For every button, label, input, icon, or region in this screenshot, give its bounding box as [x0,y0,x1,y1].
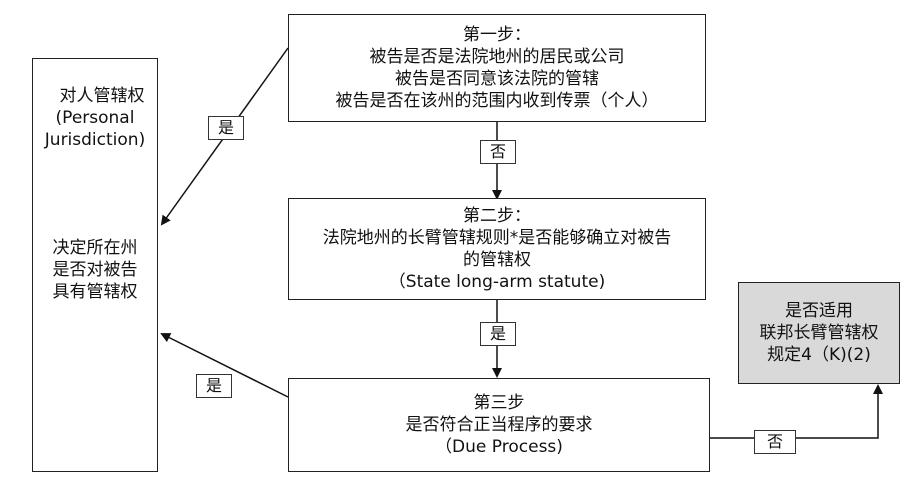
step1-box: 第一步： 被告是否是法院地州的居民或公司 被告是否同意该法院的管辖 被告是否在该… [288,14,706,122]
edge-label-step2-to-step3: 是 [480,322,516,346]
left-box-line-3: Jurisdiction) [44,130,146,150]
left-box-line-6: 具有管辖权 [52,282,138,302]
federal-line-3: 规定4（K)(2) [767,345,871,365]
step2-line-1: 法院地州的长臂管辖规则*是否能够确立对被告 [322,228,672,248]
edge-label-step1-to-left: 是 [208,116,244,140]
step1-line-3: 被告是否在该州的范围内收到传票（个人） [335,91,659,111]
federal-line-1: 是否适用 [785,301,853,321]
step3-title: 第三步 [473,393,525,413]
step3-box: 第三步 是否符合正当程序的要求 （Due Process) [288,378,710,472]
step2-title: 第二步： [463,206,531,226]
left-box-line-2: (Personal [55,108,135,128]
left-box-line-4: 决定所在州 [52,238,138,258]
federal-long-arm-box: 是否适用 联邦长臂管辖权 规定4（K)(2) [738,282,900,384]
left-box-line-5: 是否对被告 [52,260,138,280]
step3-line-1: 是否符合正当程序的要求 [405,415,593,435]
step2-line-2: 的管辖权 [463,250,531,270]
step1-line-1: 被告是否是法院地州的居民或公司 [369,47,625,67]
left-box-line-1: 对人管辖权 [59,86,145,106]
step2-box: 第二步： 法院地州的长臂管辖规则*是否能够确立对被告 的管辖权 （State l… [288,198,706,300]
step3-line-2: （Due Process) [435,437,563,457]
edge-step3-to-left [160,333,289,398]
step1-line-2: 被告是否同意该法院的管辖 [395,69,599,89]
edge-label-step3-to-left: 是 [196,374,232,398]
edge-label-step3-to-federal: 否 [754,430,796,454]
edge-label-step1-to-step2: 否 [480,140,516,164]
step2-line-3: （State long-arm statute) [388,272,606,292]
step1-title: 第一步： [463,25,531,45]
personal-jurisdiction-box: 对人管辖权 (Personal Jurisdiction) 决定所在州 是否对被… [32,58,158,472]
federal-line-2: 联邦长臂管辖权 [759,323,879,343]
